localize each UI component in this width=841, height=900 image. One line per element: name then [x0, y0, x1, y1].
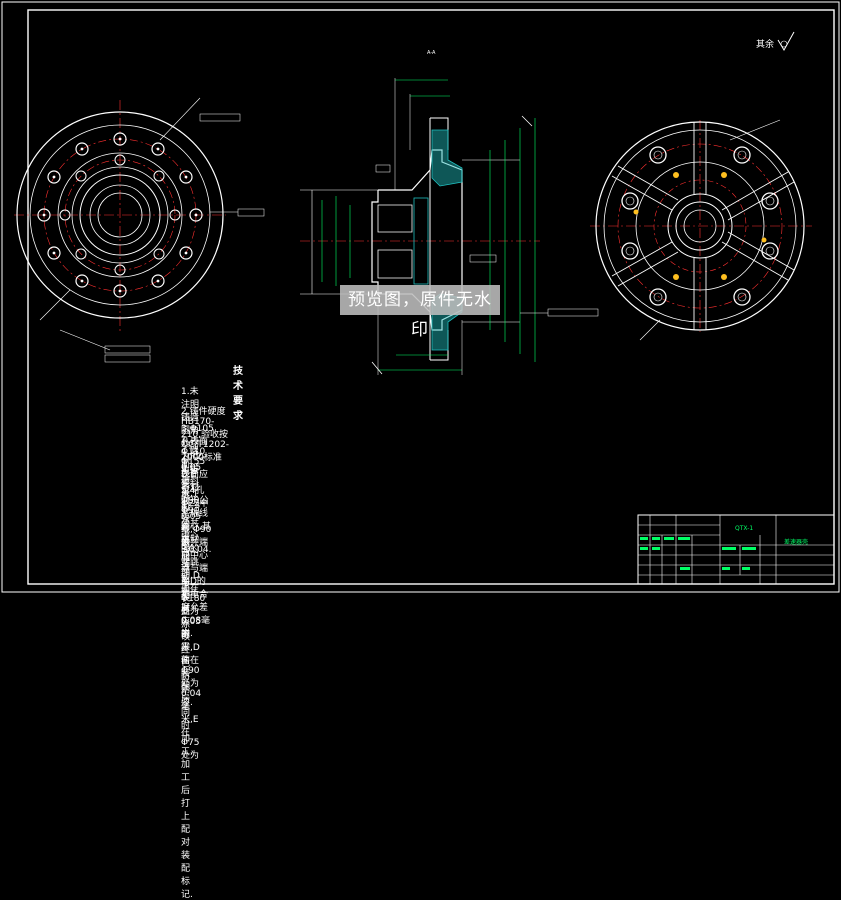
drawing-number: QTX-1	[735, 525, 754, 532]
right-view	[590, 119, 812, 341]
section-view	[300, 78, 599, 375]
title-block-fills	[640, 537, 756, 570]
note-line: 7.去飞边毛刺.	[181, 523, 193, 598]
notes-title: 技术要求	[233, 366, 243, 422]
left-view	[14, 97, 265, 363]
note-line: 3.Φ105孔表面 Φ110 Φ155表面应各对Φ90公共轴线同心,其跳动≤0.…	[181, 424, 214, 555]
note-line: 8.非加工表面涂以红色防锈漆.	[181, 542, 193, 708]
note-line: 0.05毫米,T为0.05毫米.	[181, 463, 202, 548]
outer-border	[1, 1, 840, 593]
surface-finish-note: 其余	[756, 40, 775, 50]
title-block	[637, 514, 835, 585]
section-label: A-A	[427, 50, 436, 56]
inner-border	[27, 9, 835, 585]
part-name: 差速器壳	[784, 539, 809, 546]
note-line: 2.铸件硬度HB170-210,验收按QC/T1202-2000标准执行.	[181, 407, 230, 476]
drawing-sheet	[1, 1, 840, 593]
roughness-symbol	[777, 31, 795, 51]
note-line: 1.未注明铸造圆角处均为R2-3,拔模斜度1°-3°.	[181, 387, 208, 511]
preview-watermark: 预览图，原件无水印	[340, 285, 500, 340]
